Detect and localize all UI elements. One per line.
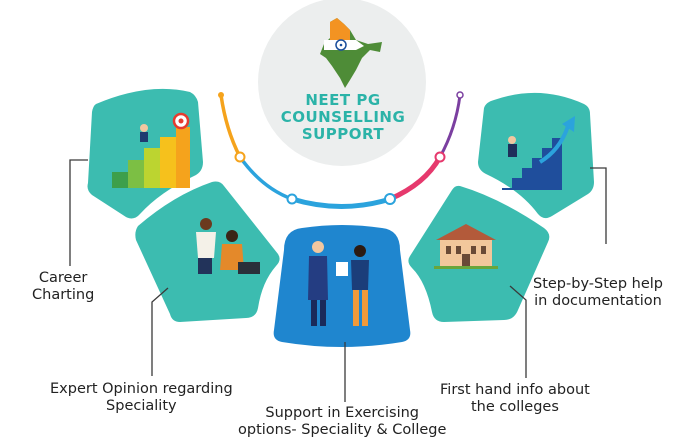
panel-step-by-step [478, 92, 594, 219]
progress-arc [218, 91, 464, 209]
label-expert-line-1: Expert Opinion regarding [50, 381, 233, 397]
center-circle [258, 0, 426, 166]
panel-first-hand-info [408, 185, 550, 322]
panel-support-options [273, 225, 411, 347]
label-support-options: Support in Exercising options- Specialit… [238, 405, 446, 439]
label-firsthand-line-1: First hand info about [440, 382, 590, 398]
center-title: NEET PG COUNSELLING SUPPORT [280, 92, 406, 143]
label-expert-opinion: Expert Opinion regarding Speciality [50, 381, 233, 415]
connector-lines [69, 159, 607, 402]
center-title-line-3: SUPPORT [301, 125, 385, 143]
label-support-line-2: options- Speciality & College [238, 422, 447, 438]
label-step-by-step: Step-by-Step help in documentation [533, 276, 663, 310]
label-step-line-2: in documentation [534, 293, 662, 309]
label-support-line-1: Support in Exercising [265, 405, 420, 421]
label-career-line-2: Charting [32, 287, 95, 303]
panel-career-charting [87, 88, 203, 219]
center-title-line-1: NEET PG [305, 91, 381, 109]
label-first-hand-info: First hand info about the colleges [440, 382, 590, 416]
label-expert-line-2: Speciality [106, 398, 177, 414]
label-firsthand-line-2: the colleges [470, 399, 559, 415]
label-career-charting: Career Charting [32, 270, 94, 304]
label-career-line-1: Career [38, 270, 88, 286]
label-step-line-1: Step-by-Step help [533, 276, 663, 292]
center-title-line-2: COUNSELLING [280, 108, 406, 126]
india-map-icon [320, 18, 382, 88]
panel-expert-opinion [135, 181, 280, 322]
